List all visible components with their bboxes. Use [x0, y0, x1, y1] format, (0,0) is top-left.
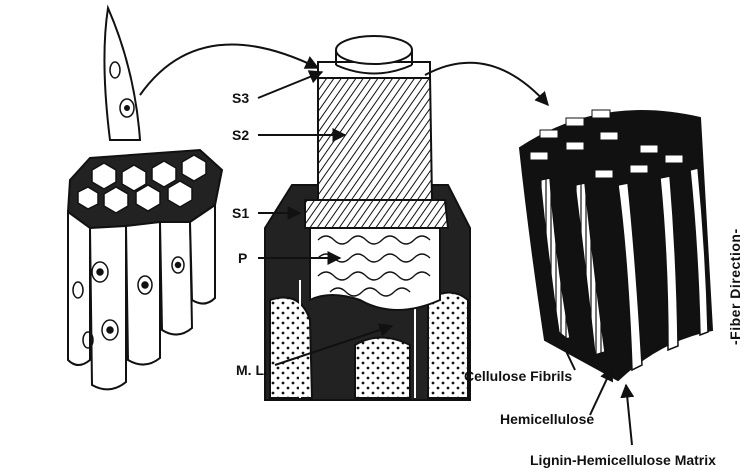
leader-lines [257, 70, 635, 446]
zoom-arrow-2 [424, 61, 549, 107]
fibril-structure-illustration [518, 109, 714, 382]
label-s3: S3 [232, 90, 249, 106]
label-cellulose-fibrils: Cellulose Fibrils [464, 368, 572, 384]
label-p: P [238, 250, 247, 266]
cell-wall-layers-illustration [264, 35, 471, 401]
label-s2: S2 [232, 127, 249, 143]
label-lignin-hemicellulose-matrix: Lignin-Hemicellulose Matrix [530, 452, 716, 468]
label-fiber-direction: -Fiber Direction- [727, 228, 743, 345]
zoom-arrow-1 [139, 43, 320, 96]
label-hemicellulose: Hemicellulose [500, 411, 594, 427]
label-middle-lamella: M. L. [236, 362, 268, 378]
tracheid-bundle-illustration [66, 4, 224, 391]
label-s1: S1 [232, 205, 249, 221]
